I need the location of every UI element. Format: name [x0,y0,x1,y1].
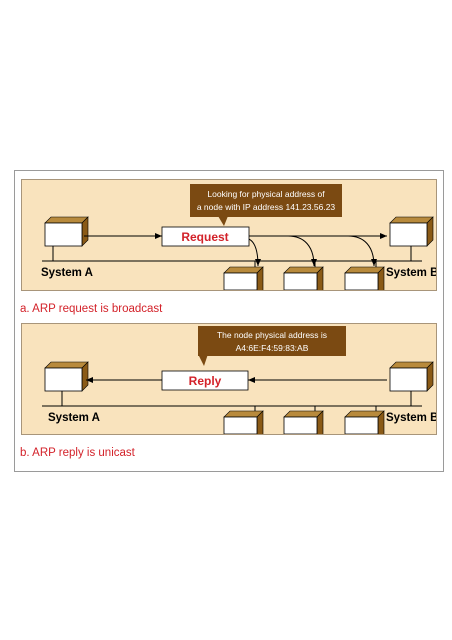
host-node-3 [344,406,385,434]
reply-message-box: Reply [161,370,249,391]
broadcast-arrow-3 [347,235,377,267]
host-node-3 [344,261,385,290]
arp-figure: Looking for physical address of a node w… [14,170,444,472]
panel-arp-request: Looking for physical address of a node w… [21,179,437,291]
system-b-label: System B [386,412,436,424]
system-a-label: System A [48,412,100,424]
system-b-host [389,216,434,261]
broadcast-arrow-2 [287,235,317,267]
host-node-1 [223,406,264,434]
caption-a: a. ARP request is broadcast [20,303,163,315]
reply-callout: The node physical address is A4:6E:F4:59… [198,326,346,366]
callout-line-1: The node physical address is [217,330,327,340]
panel-a-diagram: Looking for physical address of a node w… [41,184,436,290]
reply-label: Reply [189,374,222,388]
panel-b-diagram: The node physical address is A4:6E:F4:59… [42,326,436,434]
system-a-host [44,361,89,406]
system-a-label: System A [41,267,93,279]
caption-b: b. ARP reply is unicast [20,447,135,459]
system-b-label: System B [386,267,436,279]
callout-line-2: a node with IP address 141.23.56.23 [197,202,336,212]
request-message-box: Request [161,226,250,247]
callout-line-2: A4:6E:F4:59:83:AB [236,343,309,353]
request-callout: Looking for physical address of a node w… [190,184,342,226]
host-node-2 [283,406,324,434]
system-b-host [389,361,434,406]
panel-arp-reply: The node physical address is A4:6E:F4:59… [21,323,437,435]
system-a-host [44,216,89,261]
callout-line-1: Looking for physical address of [207,189,325,199]
request-label: Request [181,230,228,244]
host-node-2 [283,261,324,290]
host-node-1 [223,261,264,290]
